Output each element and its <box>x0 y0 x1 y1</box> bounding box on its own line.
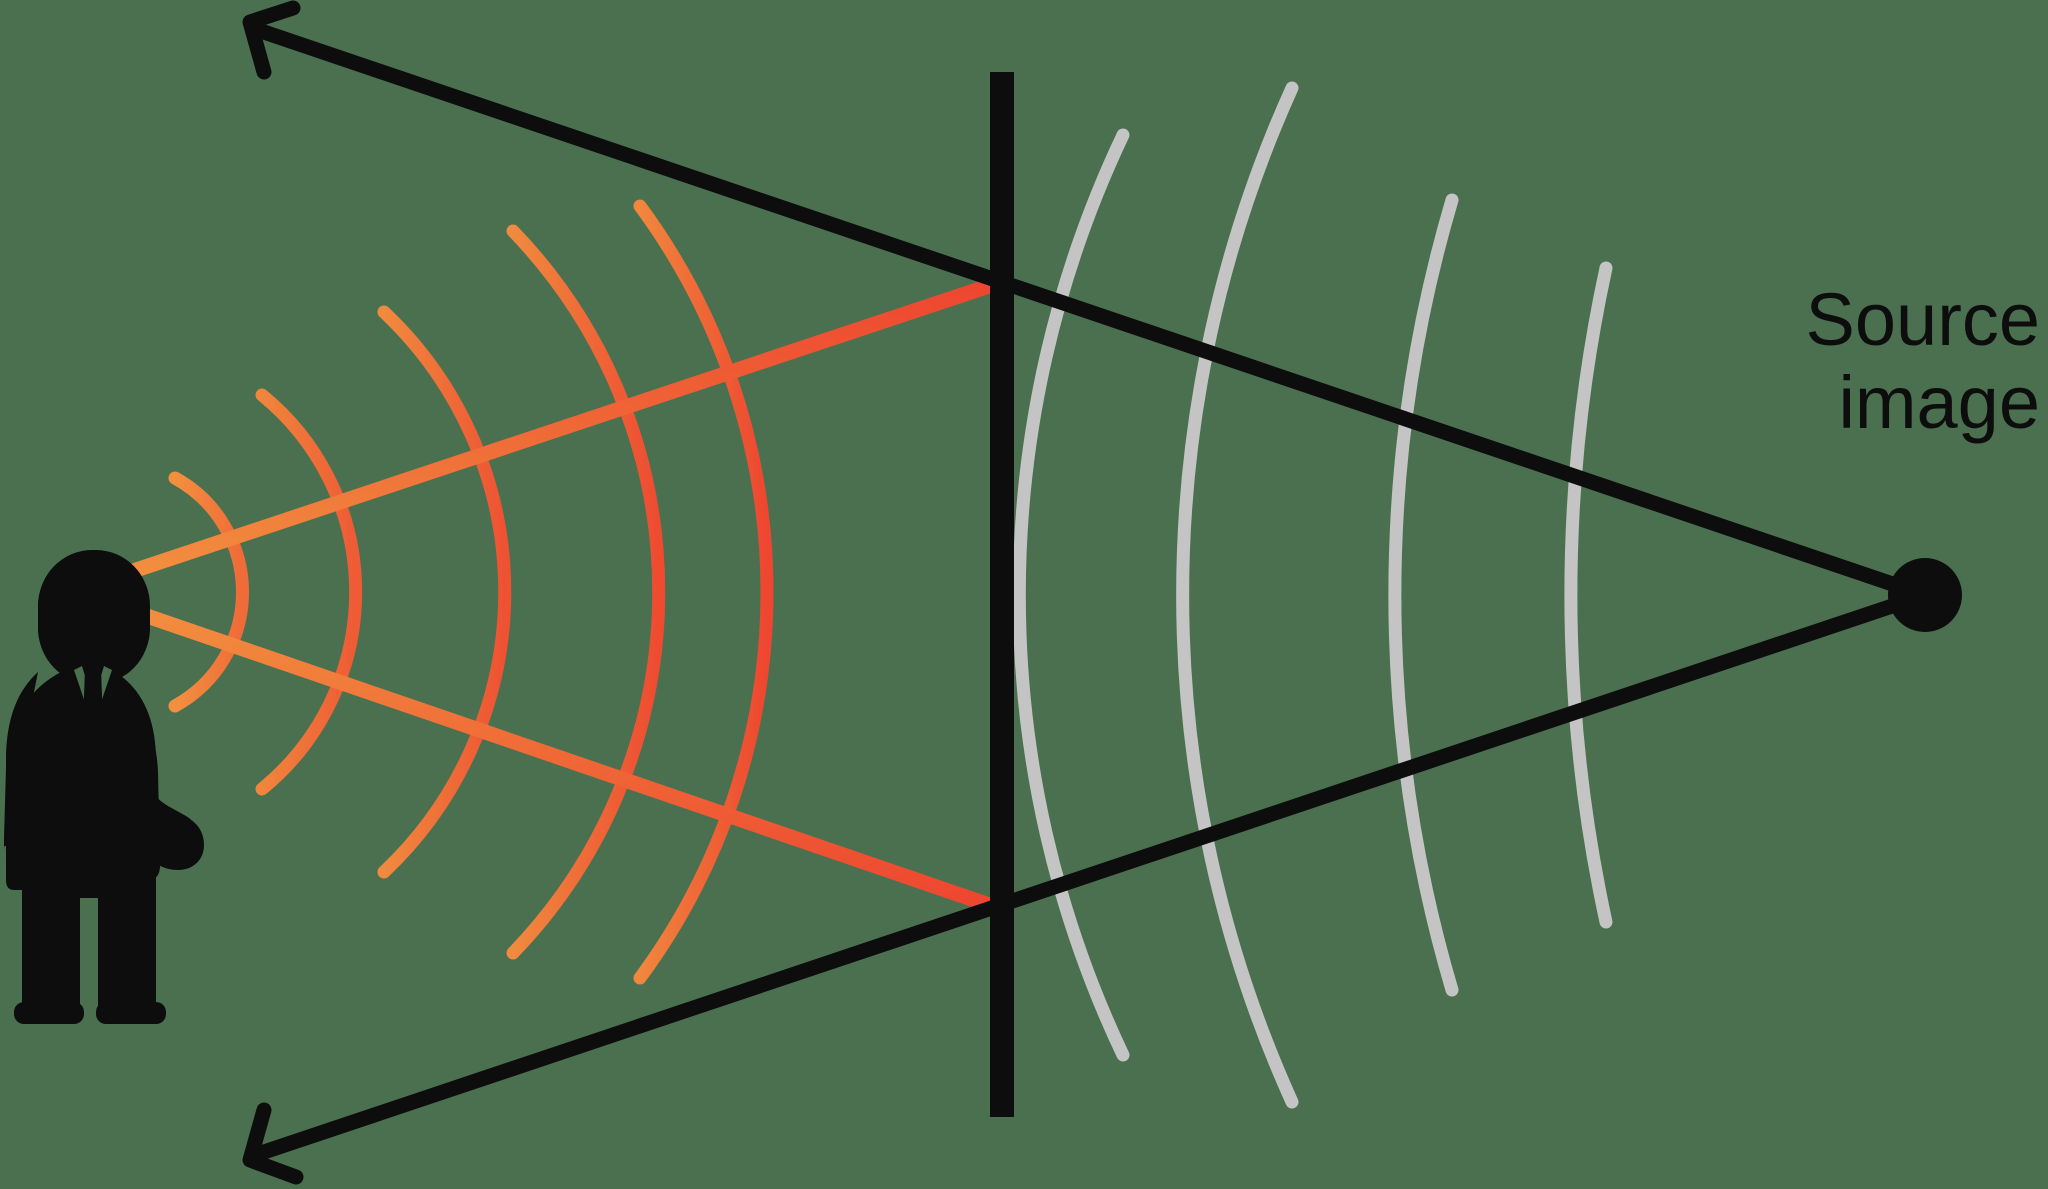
virtual-wavefront-arc-4 <box>1564 261 1613 929</box>
real-wavefront-arc-3 <box>377 305 512 879</box>
observer-person-silhouette <box>6 550 204 1022</box>
virtual-wavefront-arc-1 <box>1176 81 1299 1109</box>
real-wavefront-arc-2 <box>255 388 363 796</box>
ray-group <box>104 275 1006 916</box>
real-wavefront-group <box>168 199 774 985</box>
virtual-wavefront-arc-2 <box>1012 128 1130 1062</box>
arrowhead-group <box>242 0 304 1185</box>
virtual-ray-upper <box>250 22 1933 603</box>
arrow-up-left-icon <box>242 0 301 80</box>
virtual-ray-group <box>250 22 1933 1162</box>
source-image-dot <box>1888 558 1962 632</box>
source-image-label-line2: image <box>1838 361 2040 444</box>
virtual-ray-lower <box>250 587 1933 1162</box>
arrow-down-left-icon <box>242 1102 304 1185</box>
real-wavefront-arc-5 <box>633 199 774 985</box>
real-wavefront-arc-1 <box>168 471 250 713</box>
virtual-wavefront-group <box>1012 81 1613 1109</box>
ray-lower <box>104 596 1006 916</box>
ray-upper <box>104 275 1006 586</box>
real-wavefront-arc-4 <box>506 224 666 960</box>
virtual-wavefront-arc-3 <box>1388 193 1459 997</box>
source-image-label-line1: Source <box>1806 278 2040 361</box>
